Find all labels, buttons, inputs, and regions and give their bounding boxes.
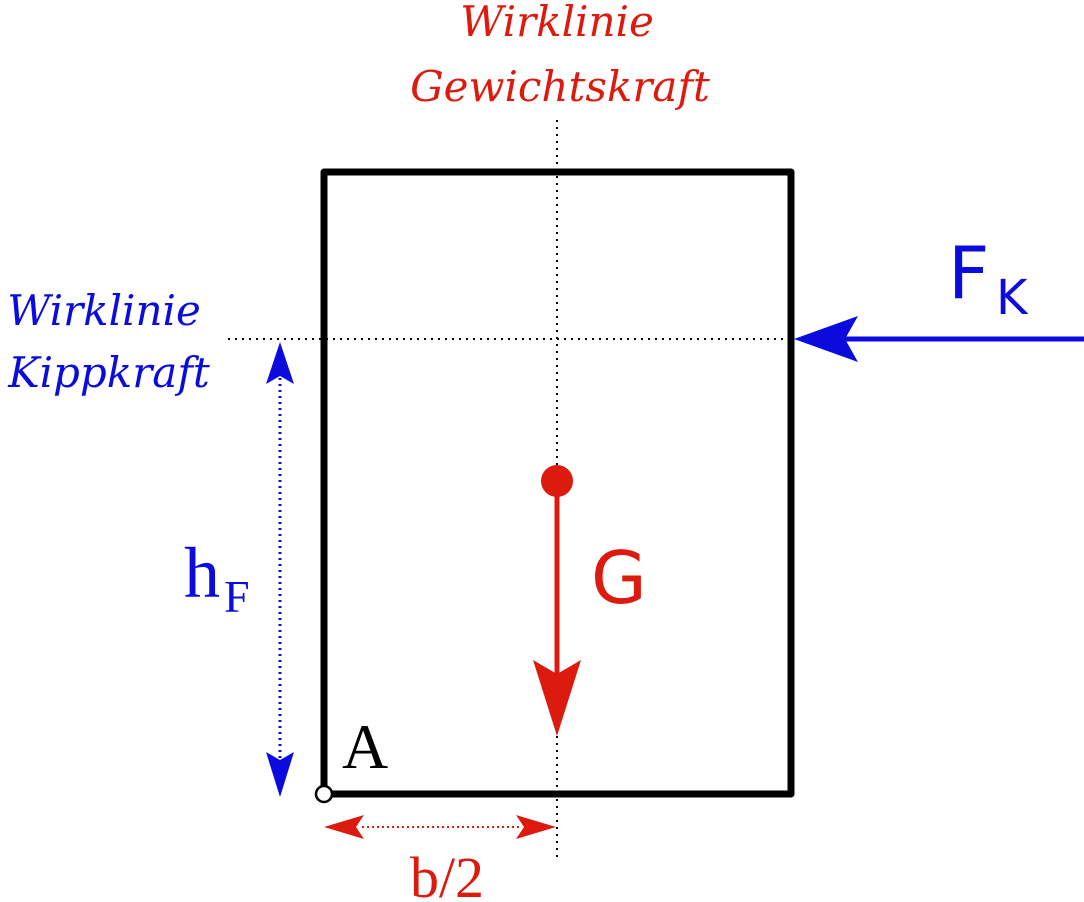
height-symbol: h	[184, 533, 220, 613]
weight-line-label-2: Gewichtskraft	[410, 62, 710, 111]
tipping-force-symbol: F	[948, 231, 989, 315]
weight-force-arrowhead	[533, 660, 581, 736]
half-width-arrow-right	[516, 815, 556, 839]
pivot-point-marker	[314, 784, 334, 804]
body-outline	[320, 168, 795, 798]
tipping-force-subscript: K	[996, 270, 1029, 326]
tipping-line-label-2: Kippkraft	[7, 348, 210, 397]
weight-line-label-1: Wirklinie	[460, 0, 654, 46]
half-width-label: b/2	[410, 845, 484, 902]
pivot-label: A	[342, 711, 388, 782]
tipping-line-label-1: Wirklinie	[7, 286, 201, 335]
half-width-arrow-left	[324, 815, 364, 839]
tipping-force-arrowhead	[794, 316, 858, 362]
center-of-gravity	[541, 465, 573, 497]
height-subscript: F	[224, 571, 250, 622]
height-arrow-top	[266, 342, 294, 384]
height-arrow-bottom	[266, 752, 294, 797]
weight-force-symbol: G	[591, 536, 647, 620]
